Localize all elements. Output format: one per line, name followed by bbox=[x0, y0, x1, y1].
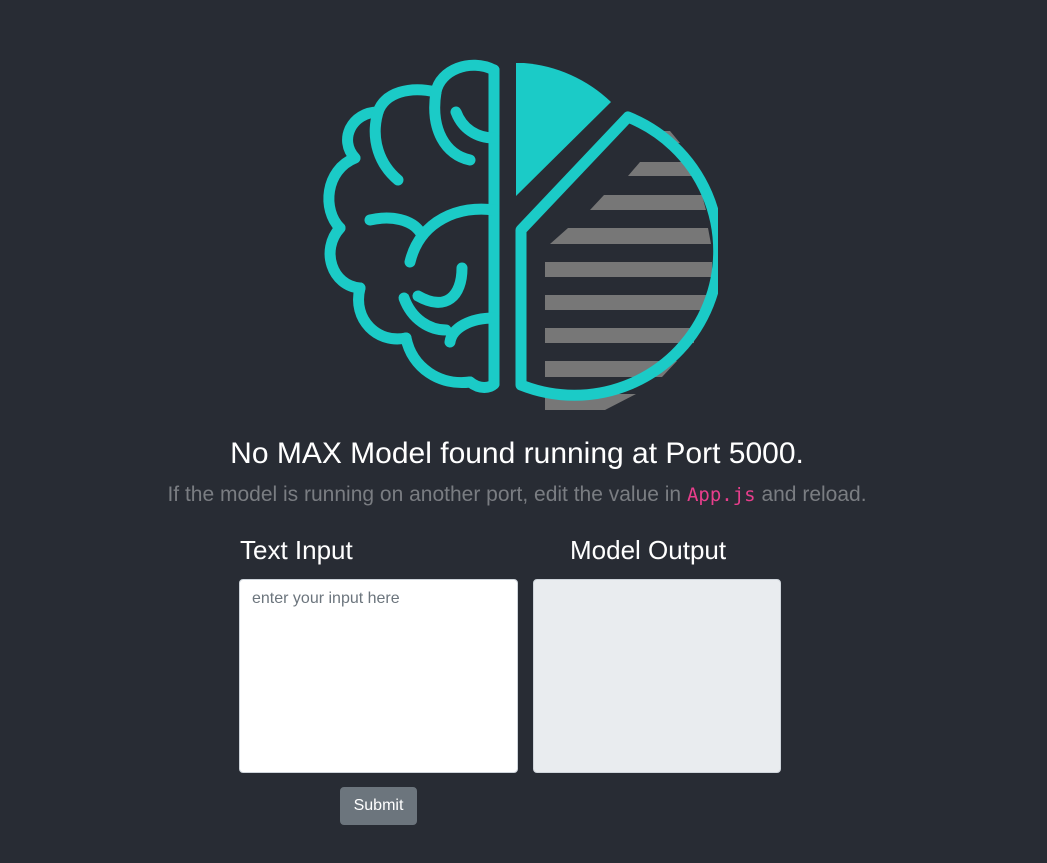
model-output-box bbox=[533, 579, 781, 773]
config-file-code: App.js bbox=[686, 484, 756, 506]
status-headline: No MAX Model found running at Port 5000. bbox=[230, 437, 804, 470]
brain-chart-logo-icon bbox=[323, 59, 718, 410]
status-hint-text: If the model is running on another port,… bbox=[167, 483, 682, 506]
model-output-title: Model Output bbox=[570, 535, 727, 565]
text-input-field[interactable] bbox=[239, 579, 518, 773]
submit-button[interactable]: Submit bbox=[340, 787, 417, 825]
status-hint-text-end: and reload. bbox=[761, 483, 867, 506]
text-input-title: Text Input bbox=[240, 535, 353, 565]
brain-half-icon bbox=[323, 59, 500, 393]
pie-outline-icon bbox=[515, 111, 718, 401]
status-hint: If the model is running on another port,… bbox=[0, 480, 1034, 510]
pie-wedge-icon bbox=[516, 63, 611, 196]
